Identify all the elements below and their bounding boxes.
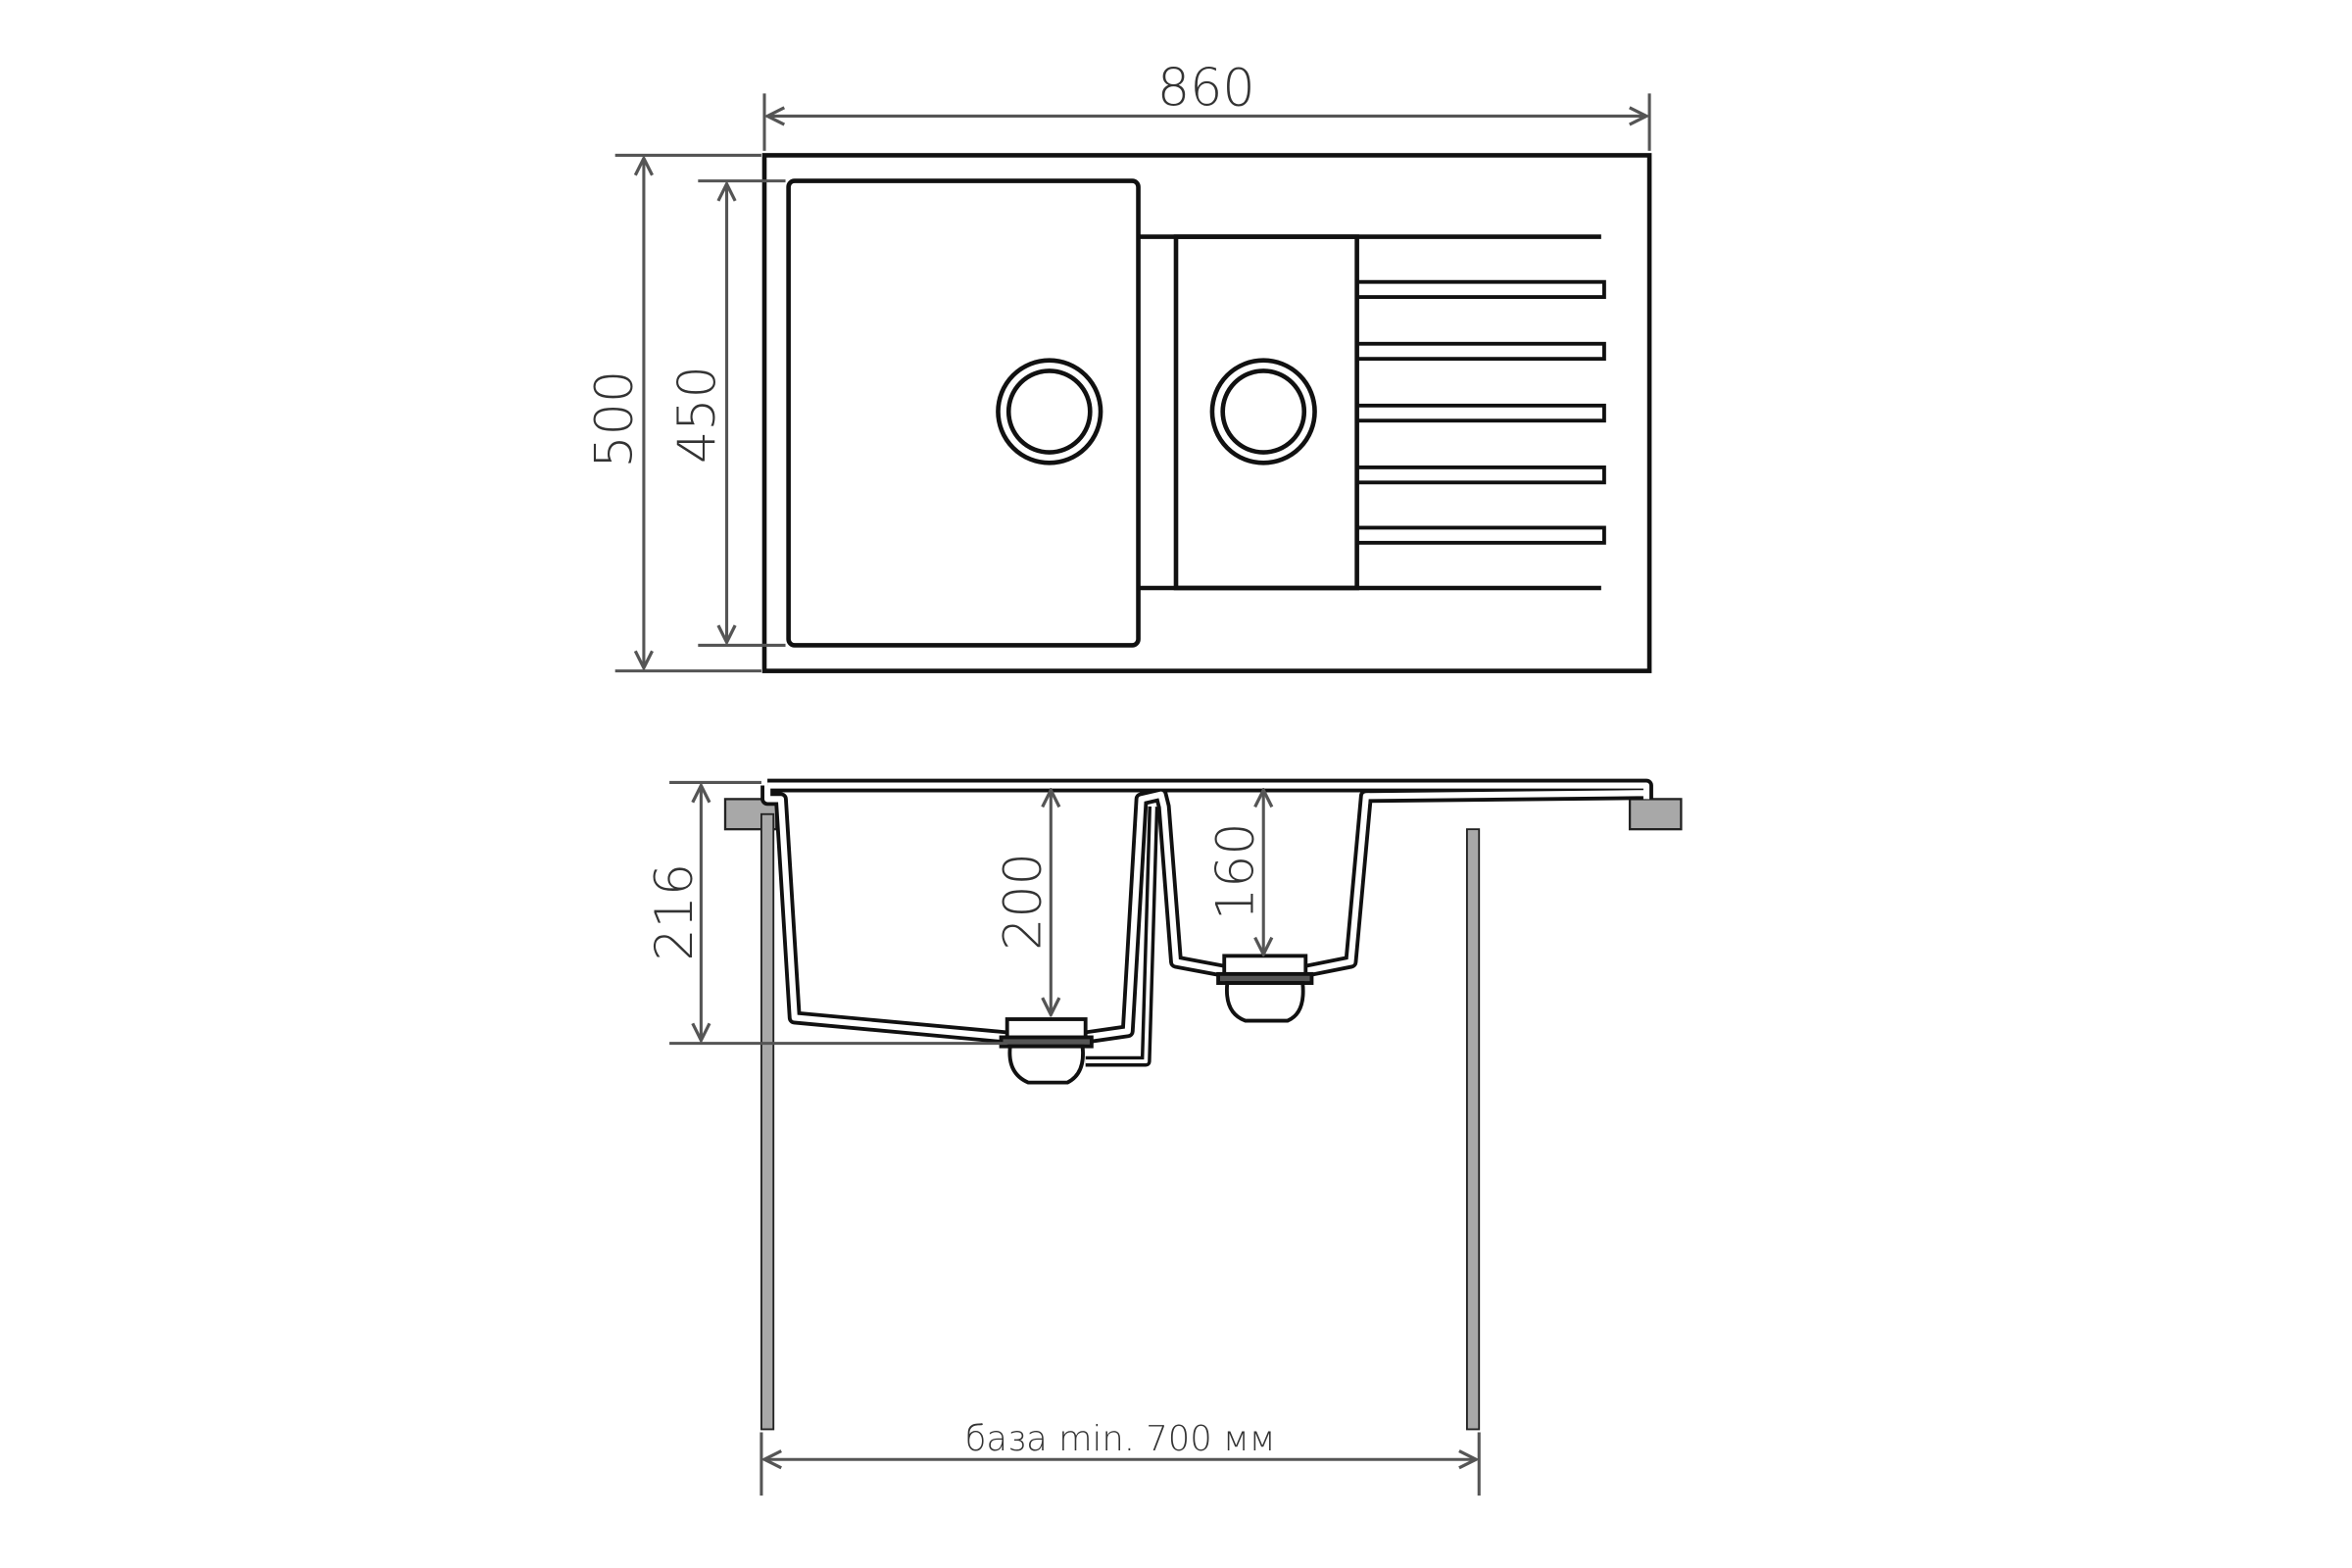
left-cabinet-wall (760, 812, 775, 1431)
main-bowl-depth-label: 200 (994, 853, 1054, 951)
small-bowl (1173, 234, 1359, 591)
sink-outline (761, 153, 1652, 673)
depth-dimension-label: 500 (585, 370, 645, 468)
groove (1354, 403, 1606, 423)
groove (1354, 341, 1606, 362)
groove (1354, 279, 1606, 300)
right-support-block (1628, 798, 1683, 831)
section-view: 216 200 160 база min. 700 мм (645, 778, 1683, 1496)
sink-section-profile (760, 778, 1653, 1067)
width-dimension-label: 860 (1157, 59, 1255, 119)
drain-small-icon (1209, 358, 1317, 466)
drain-small-section-icon (1216, 954, 1314, 1023)
main-bowl (786, 178, 1141, 648)
groove (1354, 525, 1606, 545)
right-cabinet-wall (1466, 828, 1481, 1431)
drainboard-grooves (1354, 279, 1606, 545)
groove (1354, 466, 1606, 485)
drain-main-icon (996, 358, 1103, 466)
bowl-depth-dimension-label: 450 (667, 366, 727, 464)
total-depth-label: 216 (645, 863, 705, 961)
drain-main-section-icon (999, 1017, 1094, 1085)
small-bowl-depth-label: 160 (1205, 822, 1265, 920)
plan-view: 860 500 450 (585, 59, 1652, 673)
base-min-label: база min. 700 мм (965, 1419, 1276, 1459)
plan-dimension-lines (614, 93, 1651, 673)
section-dimension-lines (669, 780, 1481, 1496)
